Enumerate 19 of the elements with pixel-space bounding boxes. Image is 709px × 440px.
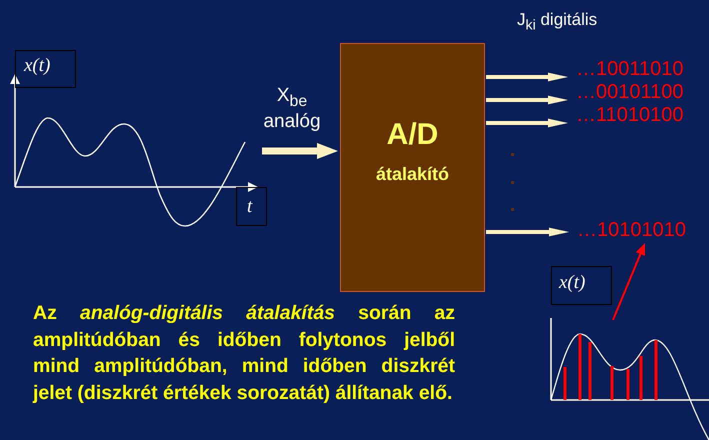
bit-sequence: …10101010 (577, 219, 686, 242)
arrow (486, 96, 566, 104)
axis-label: x(t) (15, 50, 76, 88)
edge-label: X$_{be}$ analóg (262, 86, 322, 132)
description-paragraph: Az analóg-digitális átalakítás során az amplitúdóban és időben folytonos jelből mind amplitúdóban, mind időben diszkrét jelet (diszkrét értékek sorozatát) állítanak elő. (33, 301, 455, 406)
axis-label: x(t) (551, 266, 612, 305)
bit-sequence: …11010100 (576, 104, 684, 127)
arrow (486, 228, 567, 236)
bit-sequence: …10011010 (576, 58, 684, 81)
axis-label: t (236, 187, 267, 226)
converter-box (340, 43, 485, 292)
device-title: A/D (386, 118, 440, 152)
device-subtitle: átalakító (374, 164, 450, 185)
output-heading: J$_{ki}$ digitális (517, 10, 598, 34)
bit-sequence: …00101100 (576, 81, 684, 104)
arrow (612, 243, 645, 320)
arrow (486, 118, 566, 128)
arrow (262, 146, 338, 156)
arrow (486, 72, 566, 82)
